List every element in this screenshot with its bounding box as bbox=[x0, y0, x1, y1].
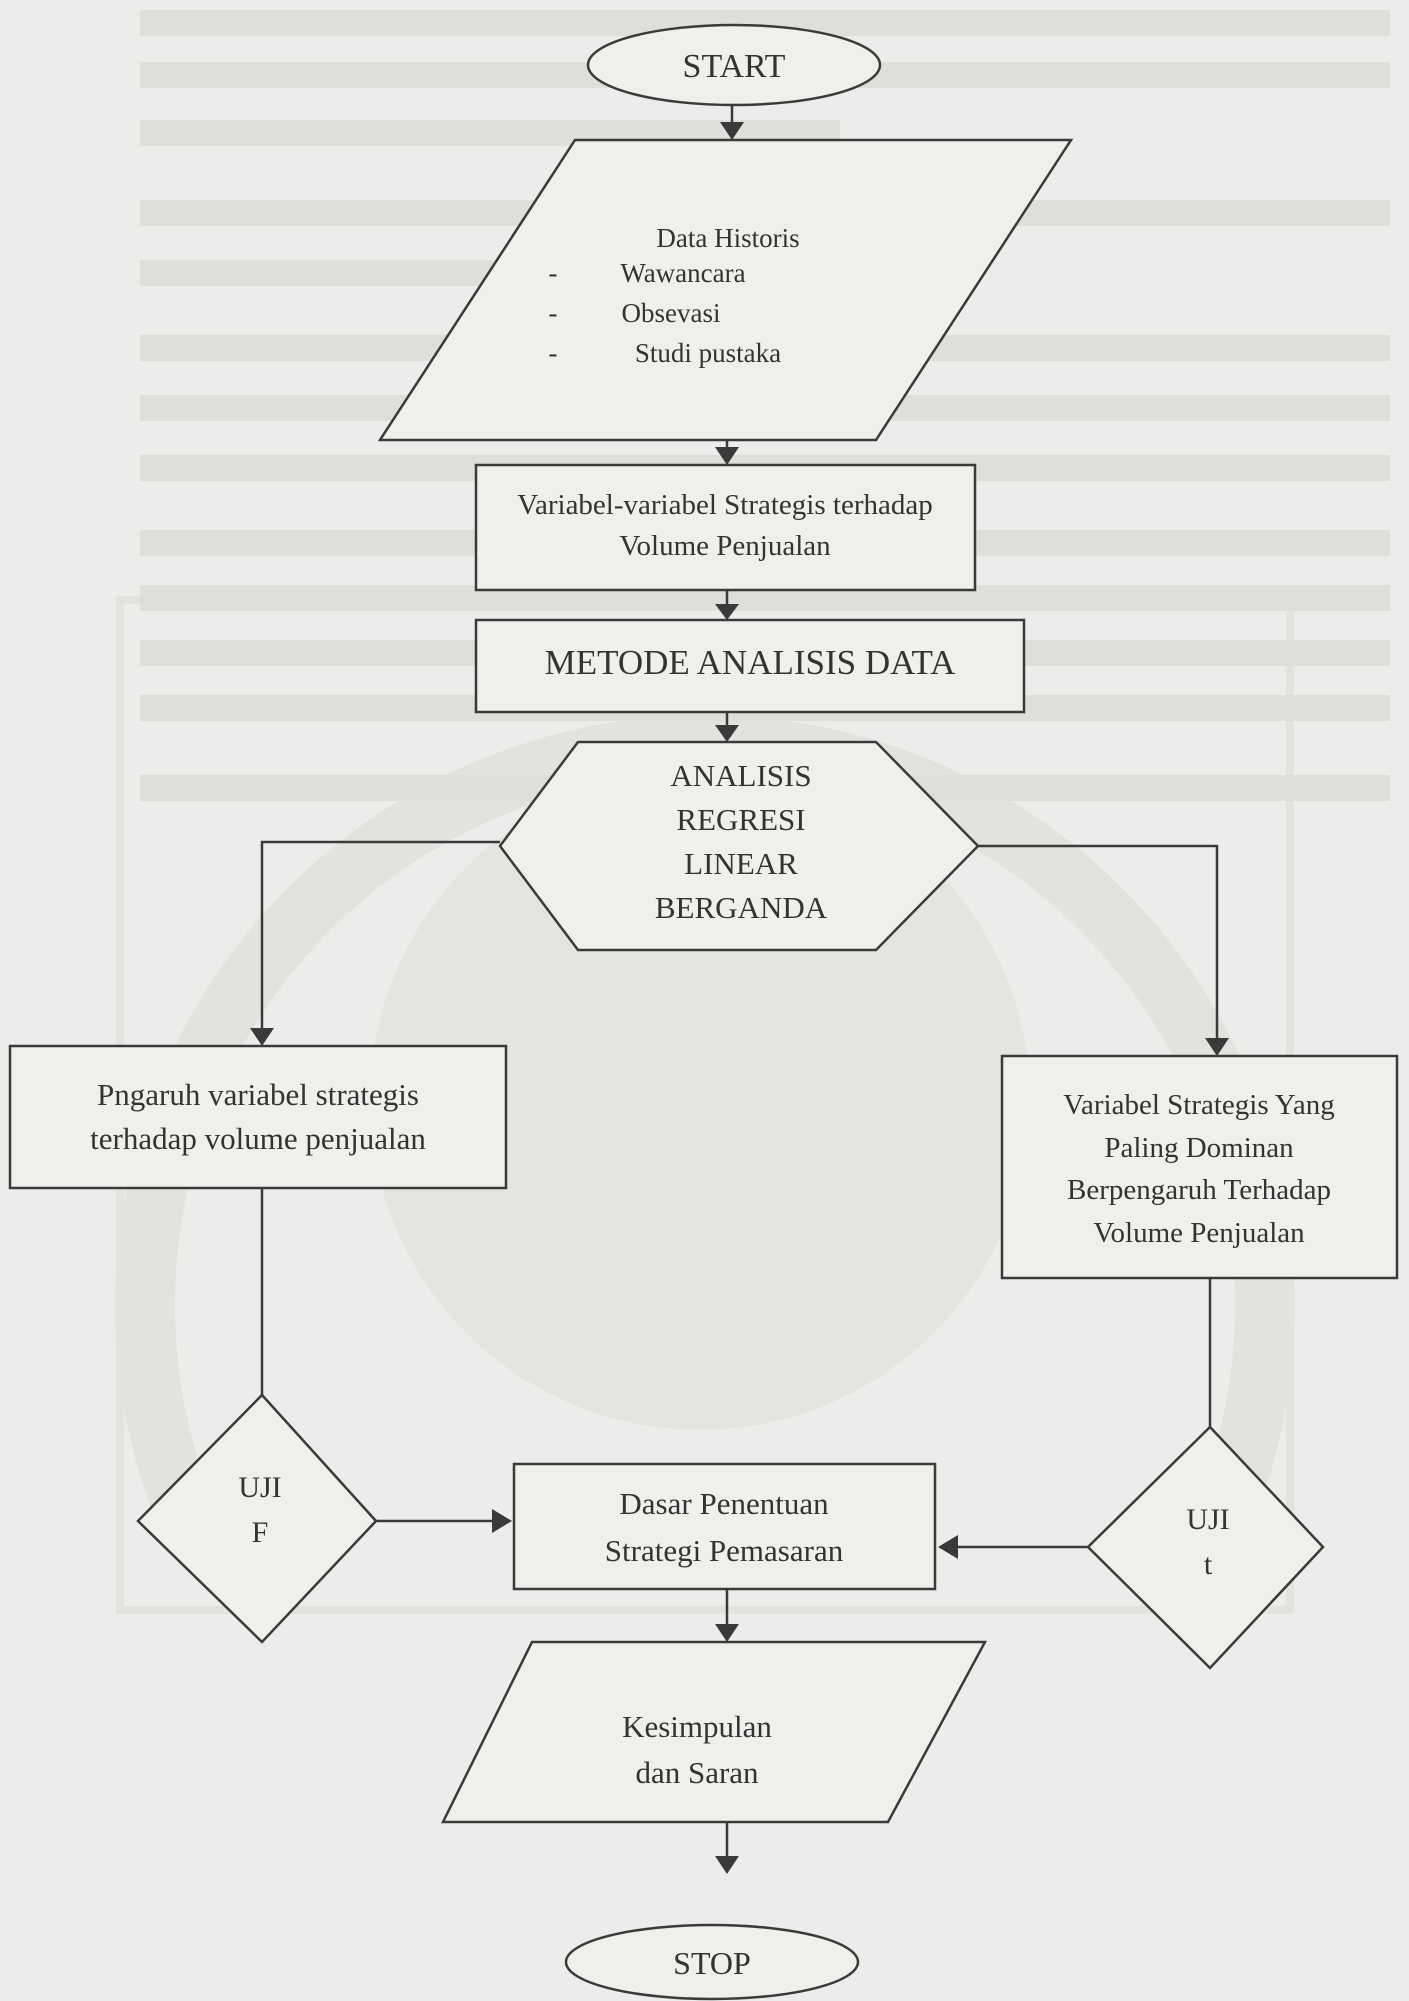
variables-line-2: Volume Penjualan bbox=[619, 530, 831, 562]
basis-line-1: Dasar Penentuan bbox=[619, 1486, 829, 1521]
analysis-line-1: ANALISIS bbox=[670, 758, 811, 793]
dominant-variable-process: Variabel Strategis Yang Paling Dominan B… bbox=[1000, 1054, 1399, 1280]
data-historis-input: Data Historis - Wawancara - Obsevasi - S… bbox=[377, 138, 1074, 442]
dominant-line-1: Variabel Strategis Yang bbox=[1063, 1089, 1334, 1121]
influence-line-2: terhadap volume penjualan bbox=[90, 1121, 426, 1156]
analysis-line-4: BERGANDA bbox=[655, 890, 828, 925]
start-terminal: START bbox=[586, 23, 882, 107]
stop-label: STOP bbox=[673, 1945, 751, 1981]
conclusion-line-1: Kesimpulan bbox=[622, 1709, 772, 1744]
analysis-line-2: REGRESI bbox=[676, 802, 805, 837]
variables-line-1: Variabel-variabel Strategis terhadap bbox=[517, 489, 932, 521]
uji-t-line-1: UJI bbox=[1186, 1503, 1229, 1536]
uji-f-line-2: F bbox=[252, 1516, 269, 1549]
variables-process: Variabel-variabel Strategis terhadap Vol… bbox=[474, 463, 977, 592]
uji-t-decision: UJI t bbox=[1086, 1425, 1325, 1670]
basis-line-2: Strategi Pemasaran bbox=[605, 1533, 844, 1568]
influence-process: Pngaruh variabel strategis terhadap volu… bbox=[8, 1044, 508, 1190]
start-label: START bbox=[683, 48, 786, 85]
bullet-obsevasi: - bbox=[549, 298, 558, 328]
stop-terminal: STOP bbox=[564, 1923, 860, 2001]
analysis-line-3: LINEAR bbox=[684, 846, 798, 881]
method-process: METODE ANALISIS DATA bbox=[474, 618, 1026, 714]
method-label: METODE ANALISIS DATA bbox=[545, 643, 956, 682]
dominant-line-3: Berpengaruh Terhadap bbox=[1067, 1174, 1331, 1206]
uji-f-decision: UJI F bbox=[136, 1393, 378, 1644]
conclusion-output: Kesimpulan dan Saran bbox=[440, 1640, 988, 1824]
uji-t-line-2: t bbox=[1204, 1548, 1213, 1581]
data-historis-title: Data Historis bbox=[656, 223, 799, 253]
dominant-line-4: Volume Penjualan bbox=[1093, 1217, 1305, 1249]
bleed-through-text bbox=[140, 10, 1390, 801]
analysis-hexagon: ANALISIS REGRESI LINEAR BERGANDA bbox=[498, 740, 980, 952]
influence-line-1: Pngaruh variabel strategis bbox=[97, 1077, 419, 1112]
uji-f-line-1: UJI bbox=[238, 1471, 281, 1504]
conclusion-line-2: dan Saran bbox=[635, 1755, 759, 1790]
bullet-wawancara: - bbox=[549, 258, 558, 288]
dominant-line-2: Paling Dominan bbox=[1104, 1132, 1294, 1164]
basis-process: Dasar Penentuan Strategi Pemasaran bbox=[512, 1462, 937, 1591]
bullet-studi-pustaka: - bbox=[549, 338, 558, 368]
item-wawancara: Wawancara bbox=[620, 258, 745, 288]
connectors bbox=[250, 105, 1229, 1874]
item-obsevasi: Obsevasi bbox=[622, 298, 721, 328]
item-studi-pustaka: Studi pustaka bbox=[635, 338, 781, 368]
